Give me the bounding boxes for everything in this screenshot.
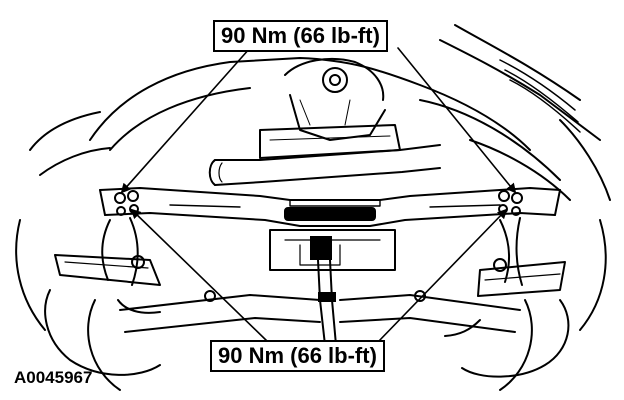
leader-bottom-right [377,208,508,343]
leader-top-right [397,47,517,194]
steering-linkage [269,229,396,346]
differential-housing [259,57,401,159]
torque-callout-bottom: 90 Nm (66 lb-ft) [210,340,385,372]
front-crossmember [99,187,561,227]
vehicle-underbody-background [29,24,611,201]
right-suspension [444,217,607,378]
crossmember-bolts-right [498,190,523,216]
exhaust-pipe [208,144,441,186]
torque-callout-top: 90 Nm (66 lb-ft) [213,20,388,52]
torque-leader-lines [120,47,517,343]
leader-top-left [120,47,251,194]
figure-id-label: A0045967 [14,368,93,387]
lower-control-arms [119,290,521,333]
leader-bottom-left [130,208,269,343]
left-suspension [15,217,161,376]
wheel-silhouettes [87,299,533,391]
